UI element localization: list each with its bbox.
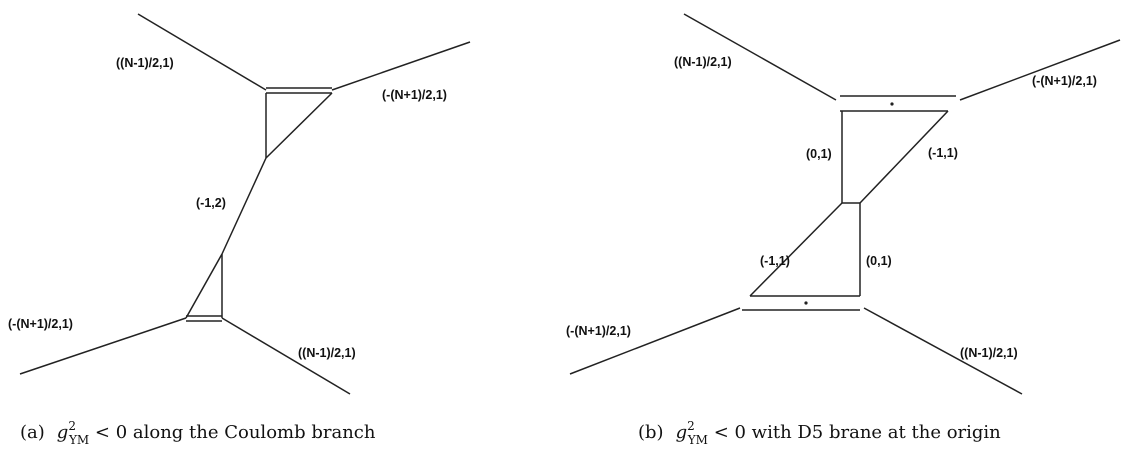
panel-a-leg-bottom-left: [19, 317, 187, 375]
panel-b-label-bottom-right: ((N-1)/2,1): [960, 346, 1018, 360]
panel-a-caption-sub: YM: [68, 433, 89, 447]
panel-b-label-bottom-left: (-(N+1)/2,1): [566, 324, 631, 338]
panel-a-label-top-left: ((N-1)/2,1): [116, 56, 174, 70]
panel-b-lower-diagonal: [749, 202, 843, 297]
panel-a-caption-sup: 2: [68, 419, 76, 433]
panel-a-caption-tag: (a): [20, 422, 45, 443]
panel-a-label-bottom-right: ((N-1)/2,1): [298, 346, 356, 360]
panel-a-upper-diagonal: [265, 92, 333, 159]
panel-b-leg-top-left: [683, 13, 837, 101]
panel-b-label-lower-vertical: (0,1): [866, 254, 892, 268]
panel-a-leg-top-left: [137, 13, 267, 91]
panel-b-top-dot: [890, 102, 894, 106]
panel-a-lower-diagonal: [185, 253, 223, 319]
panel-a-leg-bottom-right: [221, 317, 351, 395]
panel-b-label-top-right: (-(N+1)/2,1): [1032, 74, 1097, 88]
panel-a-caption-text: < 0 along the Coulomb branch: [89, 422, 376, 443]
panel-a-label-middle: (-1,2): [196, 196, 226, 210]
panel-b-upper-diagonal: [859, 110, 949, 204]
panel-a-caption-g: g: [57, 422, 69, 443]
panel-b-leg-top-right: [959, 39, 1121, 101]
panel-b-caption-sub: YM: [687, 433, 708, 447]
panel-a-leg-top-right: [331, 41, 471, 91]
panel-b-label-upper-vertical: (0,1): [806, 147, 832, 161]
panel-b-label-lower-diagonal: (-1,1): [760, 254, 790, 268]
panel-b-caption-sup: 2: [687, 419, 695, 433]
panel-b-caption-g: g: [676, 422, 688, 443]
panel-a-label-top-right: (-(N+1)/2,1): [382, 88, 447, 102]
panel-a-label-bottom-left: (-(N+1)/2,1): [8, 317, 73, 331]
panel-b-leg-bottom-right: [863, 307, 1023, 395]
panel-b-label-upper-diagonal: (-1,1): [928, 146, 958, 160]
panel-b-label-top-left: ((N-1)/2,1): [674, 55, 732, 69]
panel-b-bottom-dot: [804, 301, 808, 305]
panel-b-leg-bottom-left: [569, 307, 741, 375]
panel-b-caption-tag: (b): [638, 422, 664, 443]
panel-a-middle-edge: [221, 157, 267, 255]
panel-b-diagram: [569, 13, 1121, 395]
panel-a-diagram: [19, 13, 471, 395]
panel-b-caption-text: < 0 with D5 brane at the origin: [708, 422, 1001, 443]
